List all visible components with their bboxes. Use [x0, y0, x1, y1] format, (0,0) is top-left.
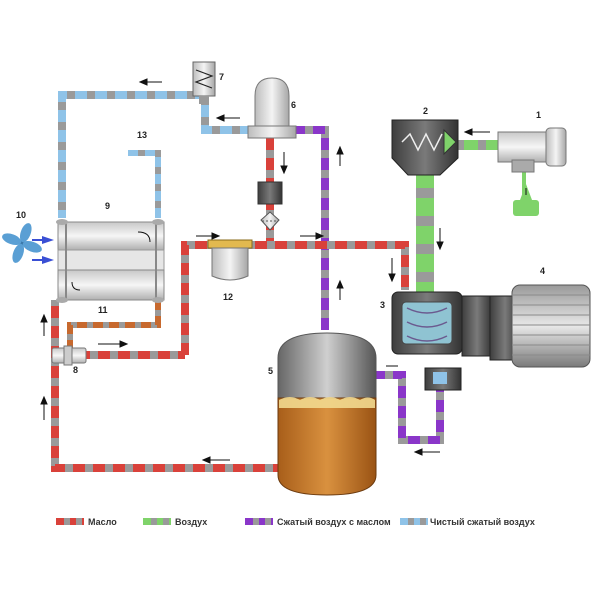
component-labels: 1 2 3 4 5 6 7 8 9 10 11 12 13: [16, 72, 545, 376]
label-7: 7: [219, 72, 224, 82]
air-filter-1: [497, 127, 567, 173]
label-11: 11: [98, 305, 108, 315]
pipe-oil-top: [181, 241, 409, 355]
label-8: 8: [73, 365, 78, 375]
screw-compressor-3: [391, 291, 493, 391]
oil-filter-12: [207, 239, 253, 281]
label-5: 5: [268, 366, 273, 376]
legend-oil: Масло: [56, 517, 117, 527]
oil-separator-tank-5: [277, 332, 377, 496]
legend-clean-compressed: Чистый сжатый воздух: [400, 517, 535, 527]
label-10: 10: [16, 210, 26, 220]
label-4: 4: [540, 266, 545, 276]
separator-6: [247, 77, 297, 231]
fan-airflow-arrows: [32, 236, 54, 264]
flow-arrows: [40, 78, 527, 464]
motor-4: [489, 284, 591, 368]
legend-compressed-oily-label: Сжатый воздух с маслом: [277, 517, 391, 527]
valve-7: [192, 61, 216, 104]
legend: Масло Воздух Сжатый воздух с маслом Чист…: [56, 517, 535, 527]
fan-10: [2, 223, 42, 263]
legend-clean-compressed-label: Чистый сжатый воздух: [430, 517, 535, 527]
label-6: 6: [291, 100, 296, 110]
pipe-oil-cooled: [67, 300, 161, 348]
label-13: 13: [137, 130, 147, 140]
label-2: 2: [423, 106, 428, 116]
label-1: 1: [536, 110, 541, 120]
label-9: 9: [105, 201, 110, 211]
legend-air-label: Воздух: [175, 517, 207, 527]
label-3: 3: [380, 300, 385, 310]
pipe-oily-air-bottom: [375, 371, 444, 444]
inlet-valve-2: [391, 119, 459, 176]
legend-air: Воздух: [143, 517, 207, 527]
pipe-oily-air-riser: [290, 126, 329, 330]
pipe-clean-air-outlet: [128, 150, 161, 218]
legend-oil-label: Масло: [88, 517, 117, 527]
label-12: 12: [223, 292, 233, 302]
cooler-9: [56, 219, 165, 303]
legend-compressed-oily: Сжатый воздух с маслом: [245, 517, 391, 527]
thermostat-valve-8: [51, 345, 87, 366]
